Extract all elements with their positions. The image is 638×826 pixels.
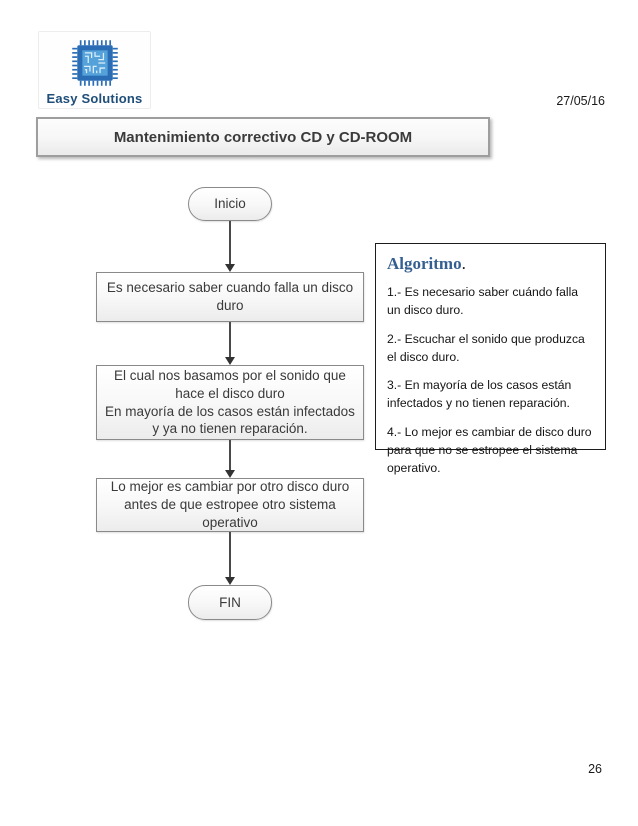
- microchip-icon: [71, 40, 118, 86]
- flow-arrow: [223, 322, 237, 365]
- flow-arrow: [223, 221, 237, 272]
- algorithm-heading-text: Algoritmo: [387, 254, 462, 273]
- flow-step-1-text: Es necesario saber cuando falla un disco…: [106, 280, 354, 313]
- algorithm-heading: Algoritmo.: [387, 254, 594, 274]
- flow-step-3: Lo mejor es cambiar por otro disco duro …: [96, 478, 364, 532]
- flow-arrow: [223, 440, 237, 478]
- flow-step-2: El cual nos basamos por el sonido que ha…: [96, 365, 364, 440]
- flow-start-node: Inicio: [188, 187, 272, 221]
- arrow-shaft: [229, 322, 231, 357]
- document-date: 27/05/16: [556, 94, 605, 108]
- algorithm-item-1: 1.- Es necesario saber cuándo falla un d…: [387, 285, 579, 318]
- flow-step-2-line-1: El cual nos basamos por el sonido que ha…: [114, 367, 346, 401]
- arrow-shaft: [229, 440, 231, 470]
- arrow-head-icon: [225, 470, 235, 478]
- algorithm-item-4: 4.- Lo mejor es cambiar de disco duro pa…: [387, 424, 592, 476]
- arrow-shaft: [229, 221, 231, 264]
- algorithm-item-2: 2.- Escuchar el sonido que produzca el d…: [387, 331, 585, 364]
- arrow-shaft: [229, 532, 231, 577]
- flow-step-1: Es necesario saber cuando falla un disco…: [96, 272, 364, 322]
- algorithm-panel: Algoritmo. 1.- Es necesario saber cuándo…: [375, 243, 606, 475]
- flow-step-3-text: Lo mejor es cambiar por otro disco duro …: [110, 479, 350, 530]
- arrow-head-icon: [225, 577, 235, 585]
- arrow-head-icon: [225, 264, 235, 272]
- logo-text: Easy Solutions: [46, 91, 143, 106]
- arrow-head-icon: [225, 357, 235, 365]
- flow-step-2-line-2: En mayoría de los casos están infectados…: [105, 403, 355, 437]
- flow-end-node: FIN: [188, 585, 272, 620]
- algorithm-item-3: 3.- En mayoría de los casos están infect…: [387, 378, 572, 411]
- flow-arrow: [223, 532, 237, 585]
- algorithm-heading-period: .: [461, 254, 466, 273]
- easy-solutions-logo: Easy Solutions: [38, 31, 151, 109]
- title-banner: Mantenimiento correctivo CD y CD-ROOM: [36, 117, 490, 157]
- page-number: 26: [588, 762, 602, 776]
